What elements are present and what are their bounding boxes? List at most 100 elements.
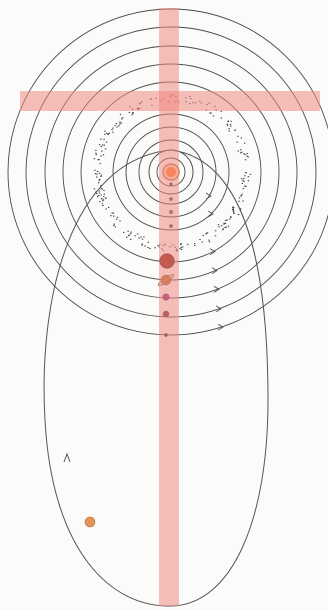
asteroid: [98, 192, 101, 194]
asteroid: [241, 182, 243, 184]
asteroid: [206, 232, 209, 234]
asteroid: [105, 197, 107, 199]
asteroid: [100, 187, 102, 189]
asteroid: [225, 226, 227, 228]
asteroid: [147, 241, 149, 243]
asteroid: [180, 248, 183, 250]
asteroid: [103, 144, 106, 146]
asteroid: [113, 224, 115, 226]
asteroid: [245, 172, 247, 174]
asteroid: [230, 120, 232, 122]
asteroid: [96, 173, 98, 175]
asteroid: [223, 222, 225, 224]
asteroid: [114, 226, 117, 228]
asteroid: [154, 247, 156, 249]
asteroid: [116, 126, 118, 128]
asteroid: [95, 154, 97, 156]
asteroid: [101, 203, 104, 205]
asteroid: [111, 212, 113, 214]
asteroid: [201, 241, 203, 243]
asteroid: [102, 200, 104, 202]
asteroid: [232, 208, 234, 210]
asteroid: [141, 244, 143, 246]
asteroid: [99, 163, 101, 165]
asteroid: [115, 123, 117, 125]
orbit-arrow-1: [205, 192, 212, 200]
asteroid: [103, 190, 105, 192]
asteroid: [96, 176, 98, 178]
asteroid: [218, 226, 220, 228]
asteroid: [97, 195, 100, 197]
asteroid: [102, 199, 105, 201]
asteroid: [100, 198, 103, 200]
asteroid: [234, 129, 236, 131]
asteroid: [99, 178, 101, 180]
asteroid: [180, 243, 182, 245]
asteroid: [220, 225, 223, 227]
asteroid: [119, 123, 121, 125]
asteroid: [132, 112, 134, 114]
asteroid: [237, 150, 239, 152]
asteroid: [225, 219, 227, 221]
asteroid: [223, 223, 225, 225]
asteroid: [93, 188, 96, 190]
asteroid: [113, 223, 115, 225]
asteroid: [97, 171, 99, 173]
asteroid: [249, 173, 252, 175]
asteroid: [237, 214, 240, 216]
asteroid: [129, 238, 132, 240]
asteroid: [238, 200, 240, 202]
asteroid: [96, 193, 98, 195]
asteroid: [246, 155, 248, 157]
asteroid: [134, 235, 136, 237]
orbit-direction-arrows: [205, 192, 224, 331]
asteroid: [233, 212, 235, 214]
asteroid: [199, 239, 201, 241]
asteroid: [141, 243, 143, 245]
asteroid: [102, 154, 105, 156]
asteroid: [128, 111, 131, 113]
asteroid: [114, 125, 116, 127]
asteroid: [110, 215, 112, 217]
asteroid: [217, 224, 220, 226]
comet-orbit: [43, 149, 269, 607]
asteroid: [231, 209, 234, 211]
asteroid: [240, 178, 243, 180]
asteroid: [97, 196, 99, 198]
asteroid: [101, 144, 104, 146]
asteroid: [242, 180, 244, 182]
asteroid: [123, 231, 125, 233]
asteroid: [105, 208, 107, 210]
asteroid: [240, 137, 243, 139]
asteroid: [130, 231, 132, 233]
asteroid: [232, 210, 235, 212]
asteroid: [128, 235, 130, 237]
asteroid: [226, 219, 228, 221]
asteroid: [229, 123, 232, 125]
asteroid: [101, 150, 103, 152]
asteroid: [98, 190, 101, 192]
asteroid: [115, 218, 118, 220]
asteroid: [220, 117, 222, 119]
asteroid: [98, 182, 100, 184]
asteroid: [149, 247, 151, 249]
asteroid: [136, 233, 139, 235]
asteroid: [108, 132, 110, 134]
asteroid: [98, 144, 101, 146]
asteroid: [106, 132, 108, 134]
asteroid: [100, 175, 102, 177]
orbit-arrow-4: [211, 267, 218, 275]
asteroid: [100, 185, 102, 187]
asteroid: [244, 185, 247, 187]
asteroid: [239, 152, 242, 154]
asteroid: [247, 180, 250, 182]
asteroid: [230, 216, 232, 218]
asteroid: [241, 193, 243, 195]
asteroid: [111, 129, 113, 131]
asteroid: [194, 245, 196, 247]
asteroid: [187, 243, 189, 245]
asteroid: [243, 153, 245, 155]
asteroid: [132, 112, 134, 114]
asteroid: [100, 138, 102, 140]
asteroid: [180, 247, 182, 249]
